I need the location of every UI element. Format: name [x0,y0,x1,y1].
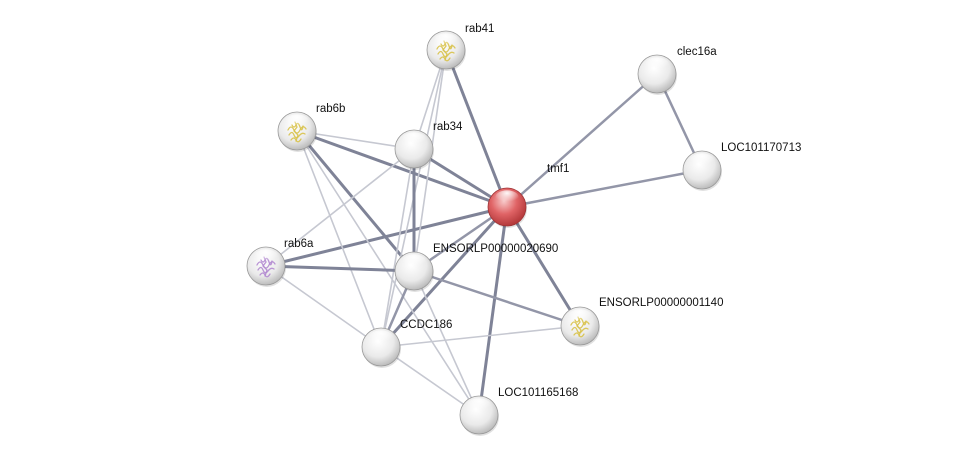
node-label: rab41 [465,23,494,35]
node-highlight [568,309,592,324]
edges-layer [264,48,704,417]
node-label: ENSORLP00000020690 [433,243,558,255]
node-rab41[interactable]: rab41 [426,23,494,71]
node-highlight [690,153,714,168]
node-highlight [467,398,491,413]
edge-rab6a-ENSORLP00000020690 [264,264,416,273]
node-rab34[interactable]: rab34 [394,121,463,170]
edge-tmf1-CCDC186 [379,205,509,349]
node-label: rab6a [284,238,314,250]
node-highlight [402,254,426,269]
edge-tmf1-rab6b [295,129,509,209]
edge-rab6b-ENSORLP00000020690 [295,129,416,273]
edge-ENSORLP00000020690-LOC101165168 [413,270,480,416]
node-label: tmf1 [547,163,569,175]
edge-rab6b-rab34 [296,130,415,150]
edge-tmf1-LOC101165168 [477,205,509,417]
node-label: LOC101165168 [498,387,578,399]
edge-rab41-ENSORLP00000020690 [413,49,447,272]
node-CCDC186[interactable]: CCDC186 [361,319,452,368]
node-LOC101165168[interactable]: LOC101165168 [459,387,578,436]
edge-CCDC186-ENSORLP00000001140 [380,325,581,348]
edge-CCDC186-LOC101165168 [380,346,480,416]
node-highlight [369,330,393,345]
node-rab6b[interactable]: rab6b [277,103,345,152]
node-highlight [645,57,669,72]
edge-rab6b-LOC101165168 [296,130,480,416]
edge-tmf1-LOC101170713 [505,168,704,209]
edge-rab6a-CCDC186 [265,265,382,348]
node-ENSORLP00000020690[interactable]: ENSORLP00000020690 [394,243,558,292]
node-highlight [434,33,458,48]
node-LOC101170713[interactable]: LOC101170713 [682,142,801,191]
node-label: rab6b [316,103,345,115]
node-clec16a[interactable]: clec16a [637,46,717,95]
node-highlight [254,249,278,264]
node-highlight [285,114,309,129]
node-label: ENSORLP00000001140 [599,297,723,309]
node-label: rab34 [433,121,463,133]
edge-tmf1-clec16a [505,72,659,209]
node-rab6a[interactable]: rab6a [246,238,314,287]
node-label: clec16a [677,46,717,58]
edge-tmf1-rab41 [444,48,509,209]
node-highlight [402,132,426,147]
node-label: CCDC186 [400,319,452,331]
edge-tmf1-ENSORLP00000001140 [505,205,582,328]
edge-ENSORLP00000020690-ENSORLP00000001140 [412,269,582,328]
edge-rab34-rab6a [265,148,415,267]
node-label: LOC101170713 [721,142,801,154]
node-tmf1[interactable]: tmf1 [487,163,569,228]
edge-rab6b-CCDC186 [296,130,382,348]
node-highlight [495,190,519,205]
edge-rab34-CCDC186 [380,148,415,348]
node-ENSORLP00000001140[interactable]: ENSORLP00000001140 [560,297,723,347]
